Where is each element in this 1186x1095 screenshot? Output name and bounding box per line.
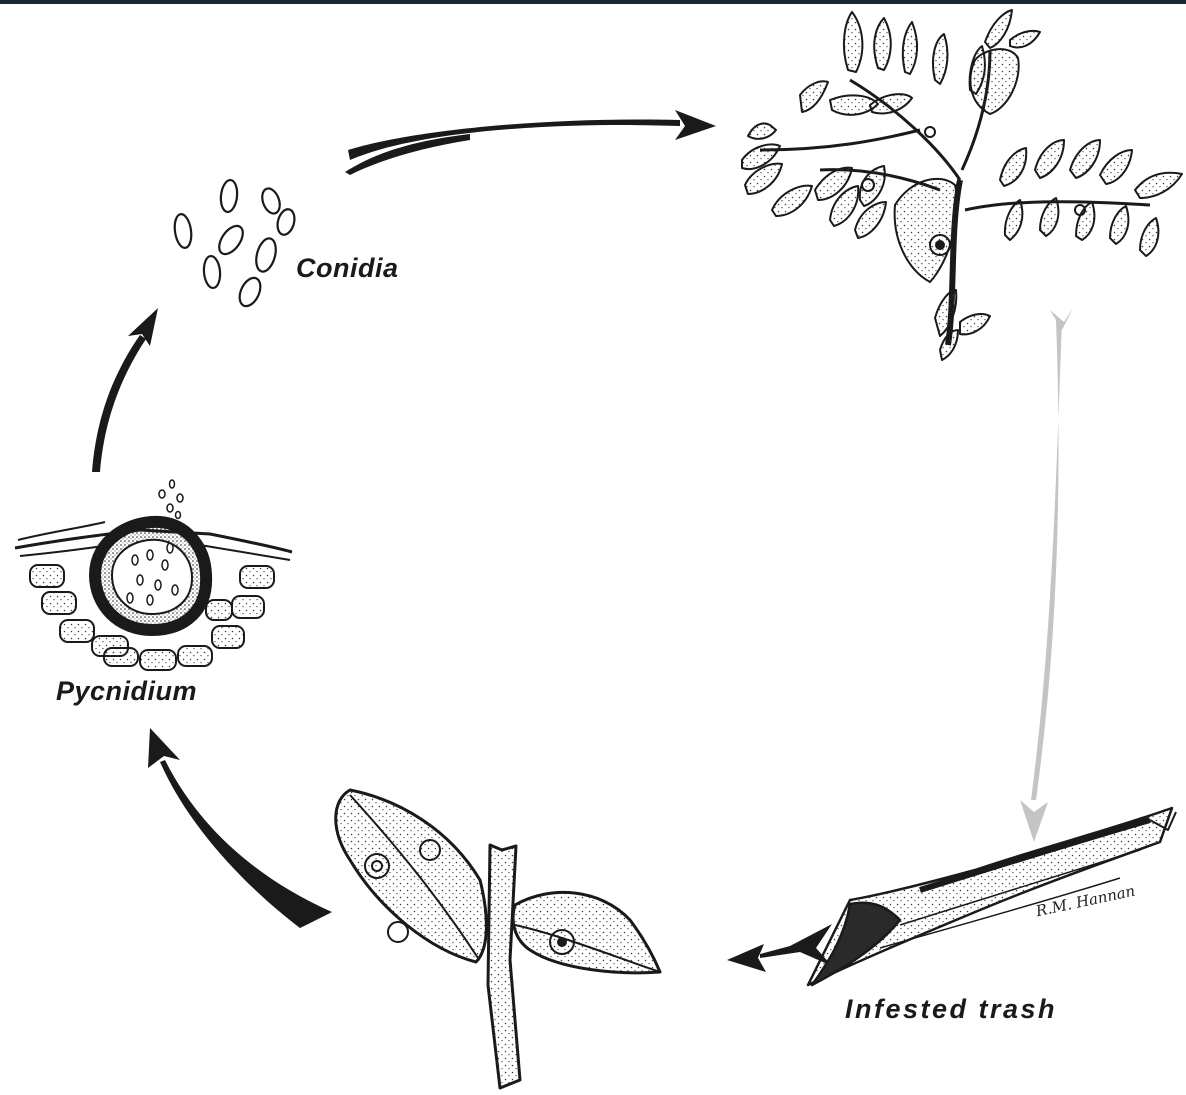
label-conidia: Conidia [296, 253, 399, 284]
label-pycnidium: Pycnidium [56, 676, 197, 707]
arrow-seedling-to-pycnidium [148, 728, 332, 928]
label-infested-trash: Infested trash [845, 994, 1057, 1025]
arrow-trash-to-seedling [727, 924, 832, 972]
infected-seedling [336, 790, 660, 1088]
infected-plant [742, 10, 1182, 360]
arrow-pycnidium-to-conidia [92, 308, 158, 472]
arrow-conidia-to-plant [345, 110, 716, 175]
arrow-plant-to-trash [1020, 308, 1073, 842]
conidia-spores [173, 179, 297, 309]
pycnidium-section [15, 480, 292, 670]
